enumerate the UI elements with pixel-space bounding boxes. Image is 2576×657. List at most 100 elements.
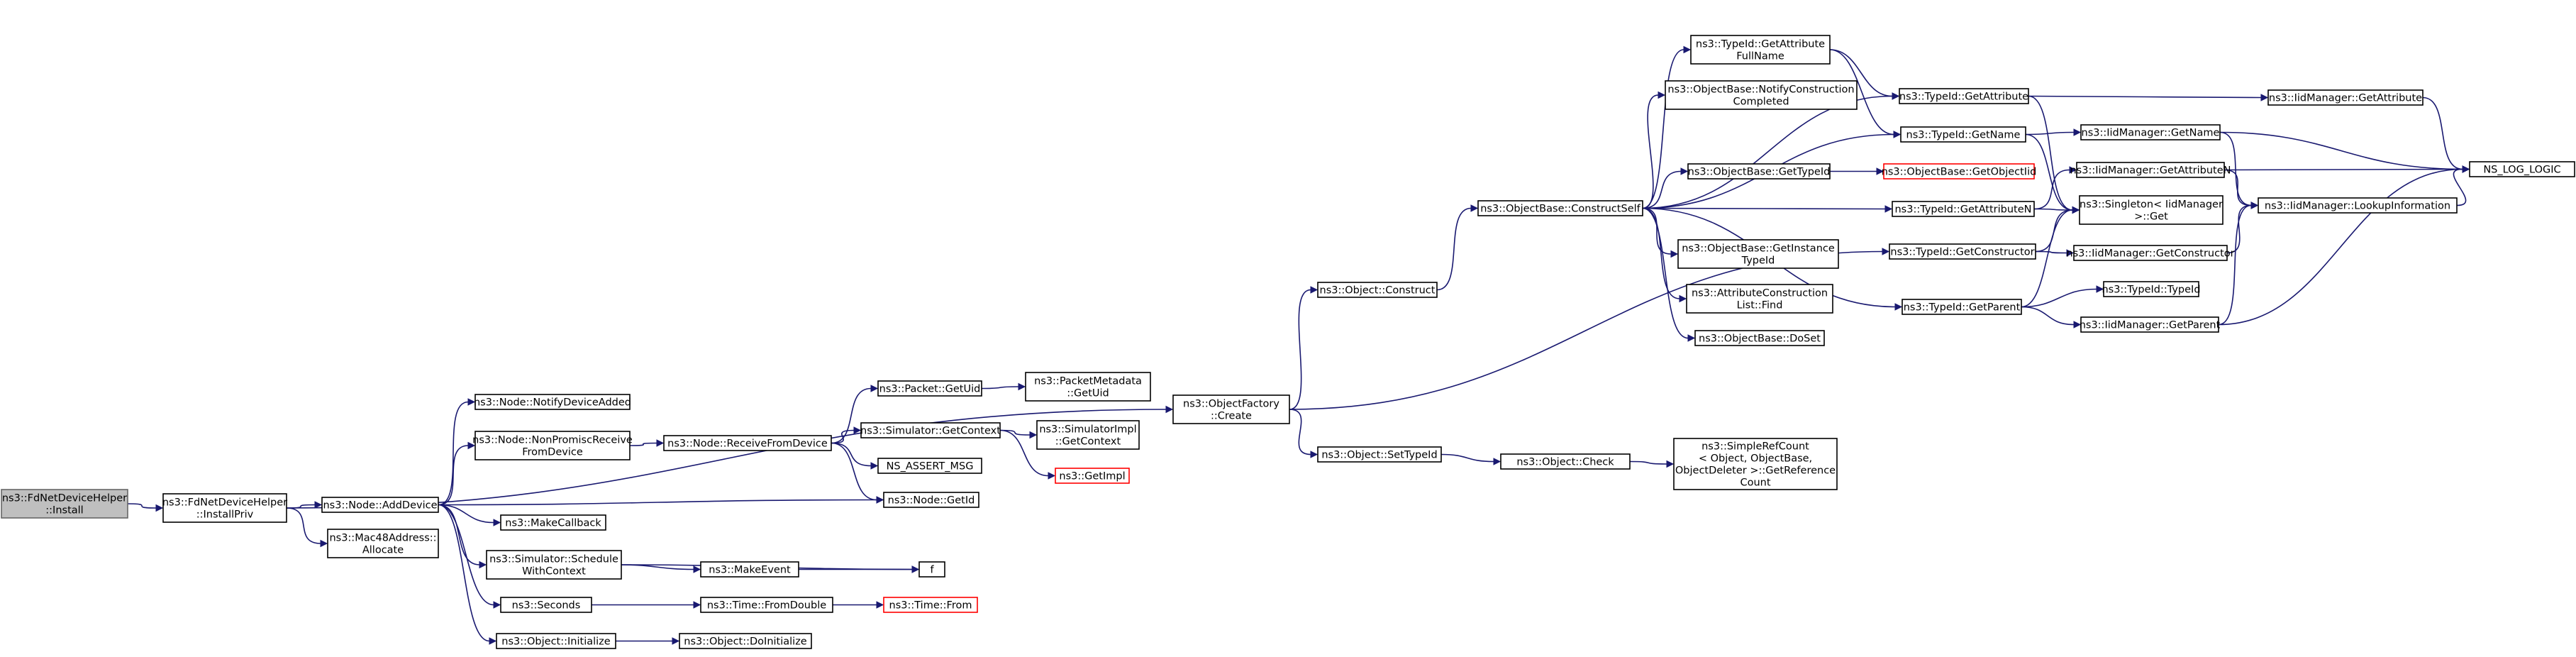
node-box[interactable] — [1477, 200, 1643, 216]
node-box[interactable] — [2103, 281, 2199, 297]
node-box[interactable] — [1317, 282, 1438, 298]
node-box[interactable] — [1902, 299, 2022, 315]
node-box[interactable] — [1892, 201, 2035, 217]
node-ns3-packet-getuid[interactable]: ns3::Packet::GetUid — [877, 380, 982, 397]
node-box[interactable] — [883, 597, 978, 613]
node-ns3-fdnetdevicehelper-installpriv[interactable]: ns3::FdNetDeviceHelper::InstallPriv — [162, 493, 287, 523]
node-box[interactable] — [700, 561, 799, 578]
node-box[interactable] — [877, 380, 982, 397]
node-box[interactable] — [496, 633, 616, 649]
node-ns3-singleton-iidmanager-get[interactable]: ns3::Singleton< IidManager>::Get — [2079, 195, 2224, 225]
node-box[interactable] — [162, 493, 287, 523]
node-ns3-iidmanager-lookupinformation[interactable]: ns3::IidManager::LookupInformation — [2258, 197, 2458, 214]
node-ns-assert-msg[interactable]: NS_ASSERT_MSG — [877, 458, 982, 474]
node-box[interactable] — [2079, 195, 2224, 225]
node-ns3-mac48address-allocate[interactable]: ns3::Mac48Address::Allocate — [327, 529, 439, 558]
node-box[interactable] — [2076, 162, 2225, 178]
node-box[interactable] — [1900, 126, 2026, 143]
node-box[interactable] — [1665, 80, 1858, 110]
node-ns3-object-doinitialize[interactable]: ns3::Object::DoInitialize — [679, 633, 812, 649]
node-ns3-objectbase-gettypeid[interactable]: ns3::ObjectBase::GetTypeId — [1687, 163, 1831, 180]
node-box[interactable] — [918, 561, 945, 578]
node-ns3-object-construct[interactable]: ns3::Object::Construct — [1317, 282, 1438, 298]
node-ns3-typeid-getconstructor[interactable]: ns3::TypeId::GetConstructor — [1889, 243, 2036, 260]
node-box[interactable] — [1690, 35, 1831, 65]
node-box[interactable] — [2267, 89, 2424, 106]
node-box[interactable] — [1500, 453, 1631, 470]
node-box[interactable] — [474, 394, 631, 410]
node-box[interactable] — [1686, 284, 1833, 314]
node-ns3-time-fromdouble[interactable]: ns3::Time::FromDouble — [700, 597, 833, 613]
node-ns3-objectbase-notifyconstruction-completed[interactable]: ns3::ObjectBase::NotifyConstructionCompl… — [1665, 80, 1858, 110]
node-ns3-makeevent[interactable]: ns3::MakeEvent — [700, 561, 799, 578]
node-f[interactable]: f — [918, 561, 945, 578]
node-ns3-iidmanager-getattributen[interactable]: ns3::IidManager::GetAttributeN — [2070, 162, 2231, 178]
node-ns3-objectfactory-create[interactable]: ns3::ObjectFactory::Create — [1172, 394, 1290, 424]
node-ns3-typeid-getname[interactable]: ns3::TypeId::GetName — [1900, 126, 2026, 143]
node-ns3-node-notifydeviceadded[interactable]: ns3::Node::NotifyDeviceAdded — [474, 394, 631, 410]
node-ns3-typeid-getattributen[interactable]: ns3::TypeId::GetAttributeN — [1892, 201, 2035, 217]
node-box[interactable] — [2080, 316, 2219, 333]
node-box[interactable] — [663, 435, 832, 451]
node-ns3-iidmanager-getconstructor[interactable]: ns3::IidManager::GetConstructor — [2066, 245, 2235, 261]
node-ns3-object-initialize[interactable]: ns3::Object::Initialize — [496, 633, 616, 649]
node-ns3-fdnetdevicehelper-install[interactable]: ns3::FdNetDeviceHelper::Install — [1, 489, 128, 519]
node-ns3-simplerefcount-object-objectbase-objectdeleter-getreference-count[interactable]: ns3::SimpleRefCount< Object, ObjectBase,… — [1673, 438, 1838, 490]
node-box[interactable] — [1036, 420, 1140, 450]
node-ns3-object-settypeid[interactable]: ns3::Object::SetTypeId — [1317, 446, 1442, 463]
node-ns3-node-adddevice[interactable]: ns3::Node::AddDevice — [321, 497, 439, 513]
node-box[interactable] — [1172, 394, 1290, 424]
node-ns3-time-from[interactable]: ns3::Time::From — [883, 597, 978, 613]
node-ns3-object-check[interactable]: ns3::Object::Check — [1500, 453, 1631, 470]
node-box[interactable] — [1889, 243, 2036, 260]
node-ns3-iidmanager-getparent[interactable]: ns3::IidManager::GetParent — [2080, 316, 2221, 333]
node-ns3-typeid-typeid[interactable]: ns3::TypeId::TypeId — [2102, 281, 2201, 297]
node-box[interactable] — [1, 489, 128, 519]
node-box[interactable] — [1883, 163, 2035, 180]
node-ns3-node-getid[interactable]: ns3::Node::GetId — [883, 492, 979, 508]
node-box[interactable] — [500, 597, 592, 613]
node-box[interactable] — [474, 431, 631, 460]
node-box[interactable] — [500, 514, 606, 531]
node-box[interactable] — [2080, 124, 2221, 140]
node-box[interactable] — [1055, 468, 1130, 484]
node-box[interactable] — [327, 529, 439, 558]
node-box[interactable] — [883, 492, 979, 508]
node-ns3-makecallback[interactable]: ns3::MakeCallback — [500, 514, 606, 531]
node-box[interactable] — [321, 497, 439, 513]
node-ns3-typeid-getattribute[interactable]: ns3::TypeId::GetAttribute — [1899, 88, 2029, 104]
node-box[interactable] — [486, 550, 622, 580]
node-ns3-objectbase-getobjectiid[interactable]: ns3::ObjectBase::GetObjectIid — [1882, 163, 2037, 180]
node-box[interactable] — [2073, 245, 2228, 261]
node-ns3-objectbase-constructself[interactable]: ns3::ObjectBase::ConstructSelf — [1477, 200, 1643, 216]
node-ns3-simulator-getcontext[interactable]: ns3::Simulator::GetContext — [860, 422, 1001, 438]
node-box[interactable] — [1317, 446, 1442, 463]
node-ns3-getimpl[interactable]: ns3::GetImpl — [1055, 468, 1130, 484]
node-ns3-objectbase-doset[interactable]: ns3::ObjectBase::DoSet — [1694, 330, 1825, 346]
node-ns3-typeid-getparent[interactable]: ns3::TypeId::GetParent — [1902, 299, 2022, 315]
node-ns3-simulatorimpl-getcontext[interactable]: ns3::SimulatorImpl::GetContext — [1036, 420, 1140, 450]
node-box[interactable] — [877, 458, 982, 474]
node-box[interactable] — [1899, 88, 2029, 104]
node-ns3-iidmanager-getname[interactable]: ns3::IidManager::GetName — [2080, 124, 2221, 140]
node-box[interactable] — [860, 422, 1001, 438]
node-ns-log-logic[interactable]: NS_LOG_LOGIC — [2469, 161, 2575, 177]
node-box[interactable] — [1677, 239, 1839, 269]
node-box[interactable] — [679, 633, 812, 649]
node-box[interactable] — [2258, 197, 2458, 214]
node-ns3-seconds[interactable]: ns3::Seconds — [500, 597, 592, 613]
node-box[interactable] — [2469, 161, 2575, 177]
node-ns3-packetmetadata-getuid[interactable]: ns3::PacketMetadata::GetUid — [1025, 372, 1151, 402]
node-box[interactable] — [1025, 372, 1151, 402]
node-box[interactable] — [1687, 163, 1831, 180]
node-box[interactable] — [1694, 330, 1825, 346]
node-ns3-iidmanager-getattribute[interactable]: ns3::IidManager::GetAttribute — [2267, 89, 2424, 106]
node-box[interactable] — [700, 597, 833, 613]
node-ns3-node-receivefromdevice[interactable]: ns3::Node::ReceiveFromDevice — [663, 435, 832, 451]
node-box[interactable] — [1673, 438, 1838, 490]
